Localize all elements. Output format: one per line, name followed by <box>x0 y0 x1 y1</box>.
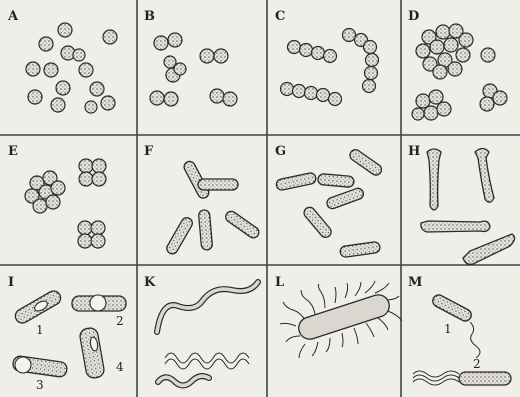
panel-k-label: K <box>144 275 156 290</box>
spore-number-4: 4 <box>116 360 124 374</box>
spiral-bacteria <box>157 282 258 386</box>
panel-m-label: M <box>408 275 422 290</box>
panel-m: M 1 2 <box>408 275 511 385</box>
spore-number-2: 2 <box>116 314 124 328</box>
spore-number-3: 3 <box>36 378 44 392</box>
curved-rods <box>275 148 383 258</box>
panel-d: D <box>408 9 507 120</box>
panel-h: H <box>408 144 515 264</box>
spore-number-1: 1 <box>36 323 44 337</box>
panel-g-label: G <box>275 144 286 159</box>
cocci-scattered <box>26 23 117 113</box>
diplococci <box>150 33 237 106</box>
panel-e-label: E <box>8 144 18 159</box>
panel-f: F <box>144 144 261 256</box>
panel-l-label: L <box>275 275 284 290</box>
panel-c-label: C <box>275 9 285 24</box>
panel-k: K <box>144 275 258 386</box>
panel-e: E <box>8 144 106 248</box>
m-number-2: 2 <box>473 357 481 371</box>
panel-c: C <box>275 9 379 106</box>
panel-i-label: I <box>8 275 14 290</box>
staphylococci-clusters <box>412 24 507 120</box>
panel-h-label: H <box>408 144 420 159</box>
panel-l: L <box>275 275 402 358</box>
bacilli-rods <box>165 160 261 256</box>
panel-a-label: A <box>7 9 19 24</box>
panel-f-label: F <box>144 144 154 159</box>
club-rods <box>421 149 515 265</box>
streptococci-chains <box>281 29 379 106</box>
panel-b-label: B <box>144 9 155 24</box>
panel-i: I 1 2 3 4 <box>8 275 126 392</box>
m-number-1: 1 <box>444 322 452 336</box>
panel-g: G <box>275 144 384 258</box>
sarcina-packets <box>25 159 106 248</box>
peritrichous-bacterium <box>280 281 402 358</box>
panel-a: A <box>7 9 117 113</box>
panel-d-label: D <box>408 9 419 24</box>
panel-b: B <box>144 9 237 106</box>
flagellated-bacteria <box>413 293 511 385</box>
